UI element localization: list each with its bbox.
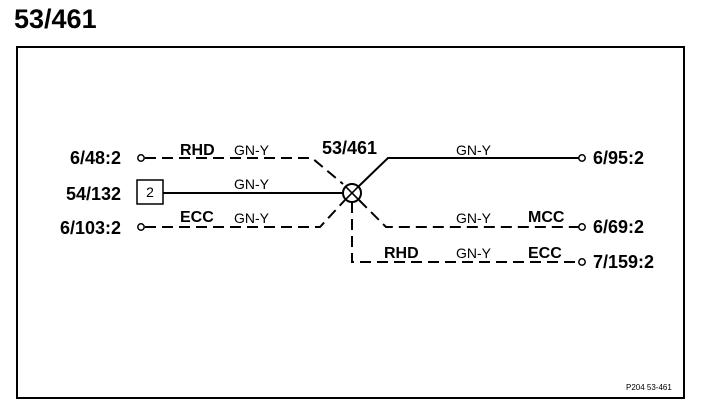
connector-box-label: 2 xyxy=(146,184,154,200)
option-label: ECC xyxy=(528,245,562,262)
terminal-label: 6/48:2 xyxy=(70,148,121,168)
terminal-icon xyxy=(137,223,145,231)
wire-right-mid: GN-Y MCC 6/69:2 xyxy=(358,199,644,237)
wire-color-label: GN-Y xyxy=(456,245,492,261)
wire-left-mid: 54/132 2 GN-Y xyxy=(66,176,343,205)
diagram-frame xyxy=(16,46,685,399)
option-label: MCC xyxy=(528,209,565,226)
splice-label: 53/461 xyxy=(322,138,377,158)
wire-color-label: GN-Y xyxy=(456,142,492,158)
option-label: RHD xyxy=(384,245,419,262)
terminal-label: 6/95:2 xyxy=(593,148,644,168)
wire-left-top: 6/48:2 RHD GN-Y xyxy=(70,142,344,185)
wire-right-bottom: RHD GN-Y ECC 7/159:2 xyxy=(351,202,654,272)
wire-color-label: GN-Y xyxy=(234,142,270,158)
wire-left-bottom: 6/103:2 ECC GN-Y xyxy=(60,199,346,238)
wire-color-label: GN-Y xyxy=(234,176,270,192)
splice-icon xyxy=(342,183,362,203)
wire-color-label: GN-Y xyxy=(234,210,270,226)
option-label: RHD xyxy=(180,142,215,159)
option-label: ECC xyxy=(180,209,214,226)
page-title: 53/461 xyxy=(14,4,97,34)
terminal-label: 54/132 xyxy=(66,184,121,204)
terminal-icon xyxy=(578,154,586,162)
footer-ref: P204 53-461 xyxy=(626,383,672,392)
wire-color-label: GN-Y xyxy=(456,210,492,226)
terminal-label: 7/159:2 xyxy=(593,252,654,272)
terminal-label: 6/103:2 xyxy=(60,218,121,238)
terminal-label: 6/69:2 xyxy=(593,217,644,237)
terminal-icon xyxy=(578,258,586,266)
terminal-icon xyxy=(137,154,145,162)
terminal-icon xyxy=(578,223,586,231)
wire-right-top: GN-Y 6/95:2 xyxy=(358,142,644,187)
